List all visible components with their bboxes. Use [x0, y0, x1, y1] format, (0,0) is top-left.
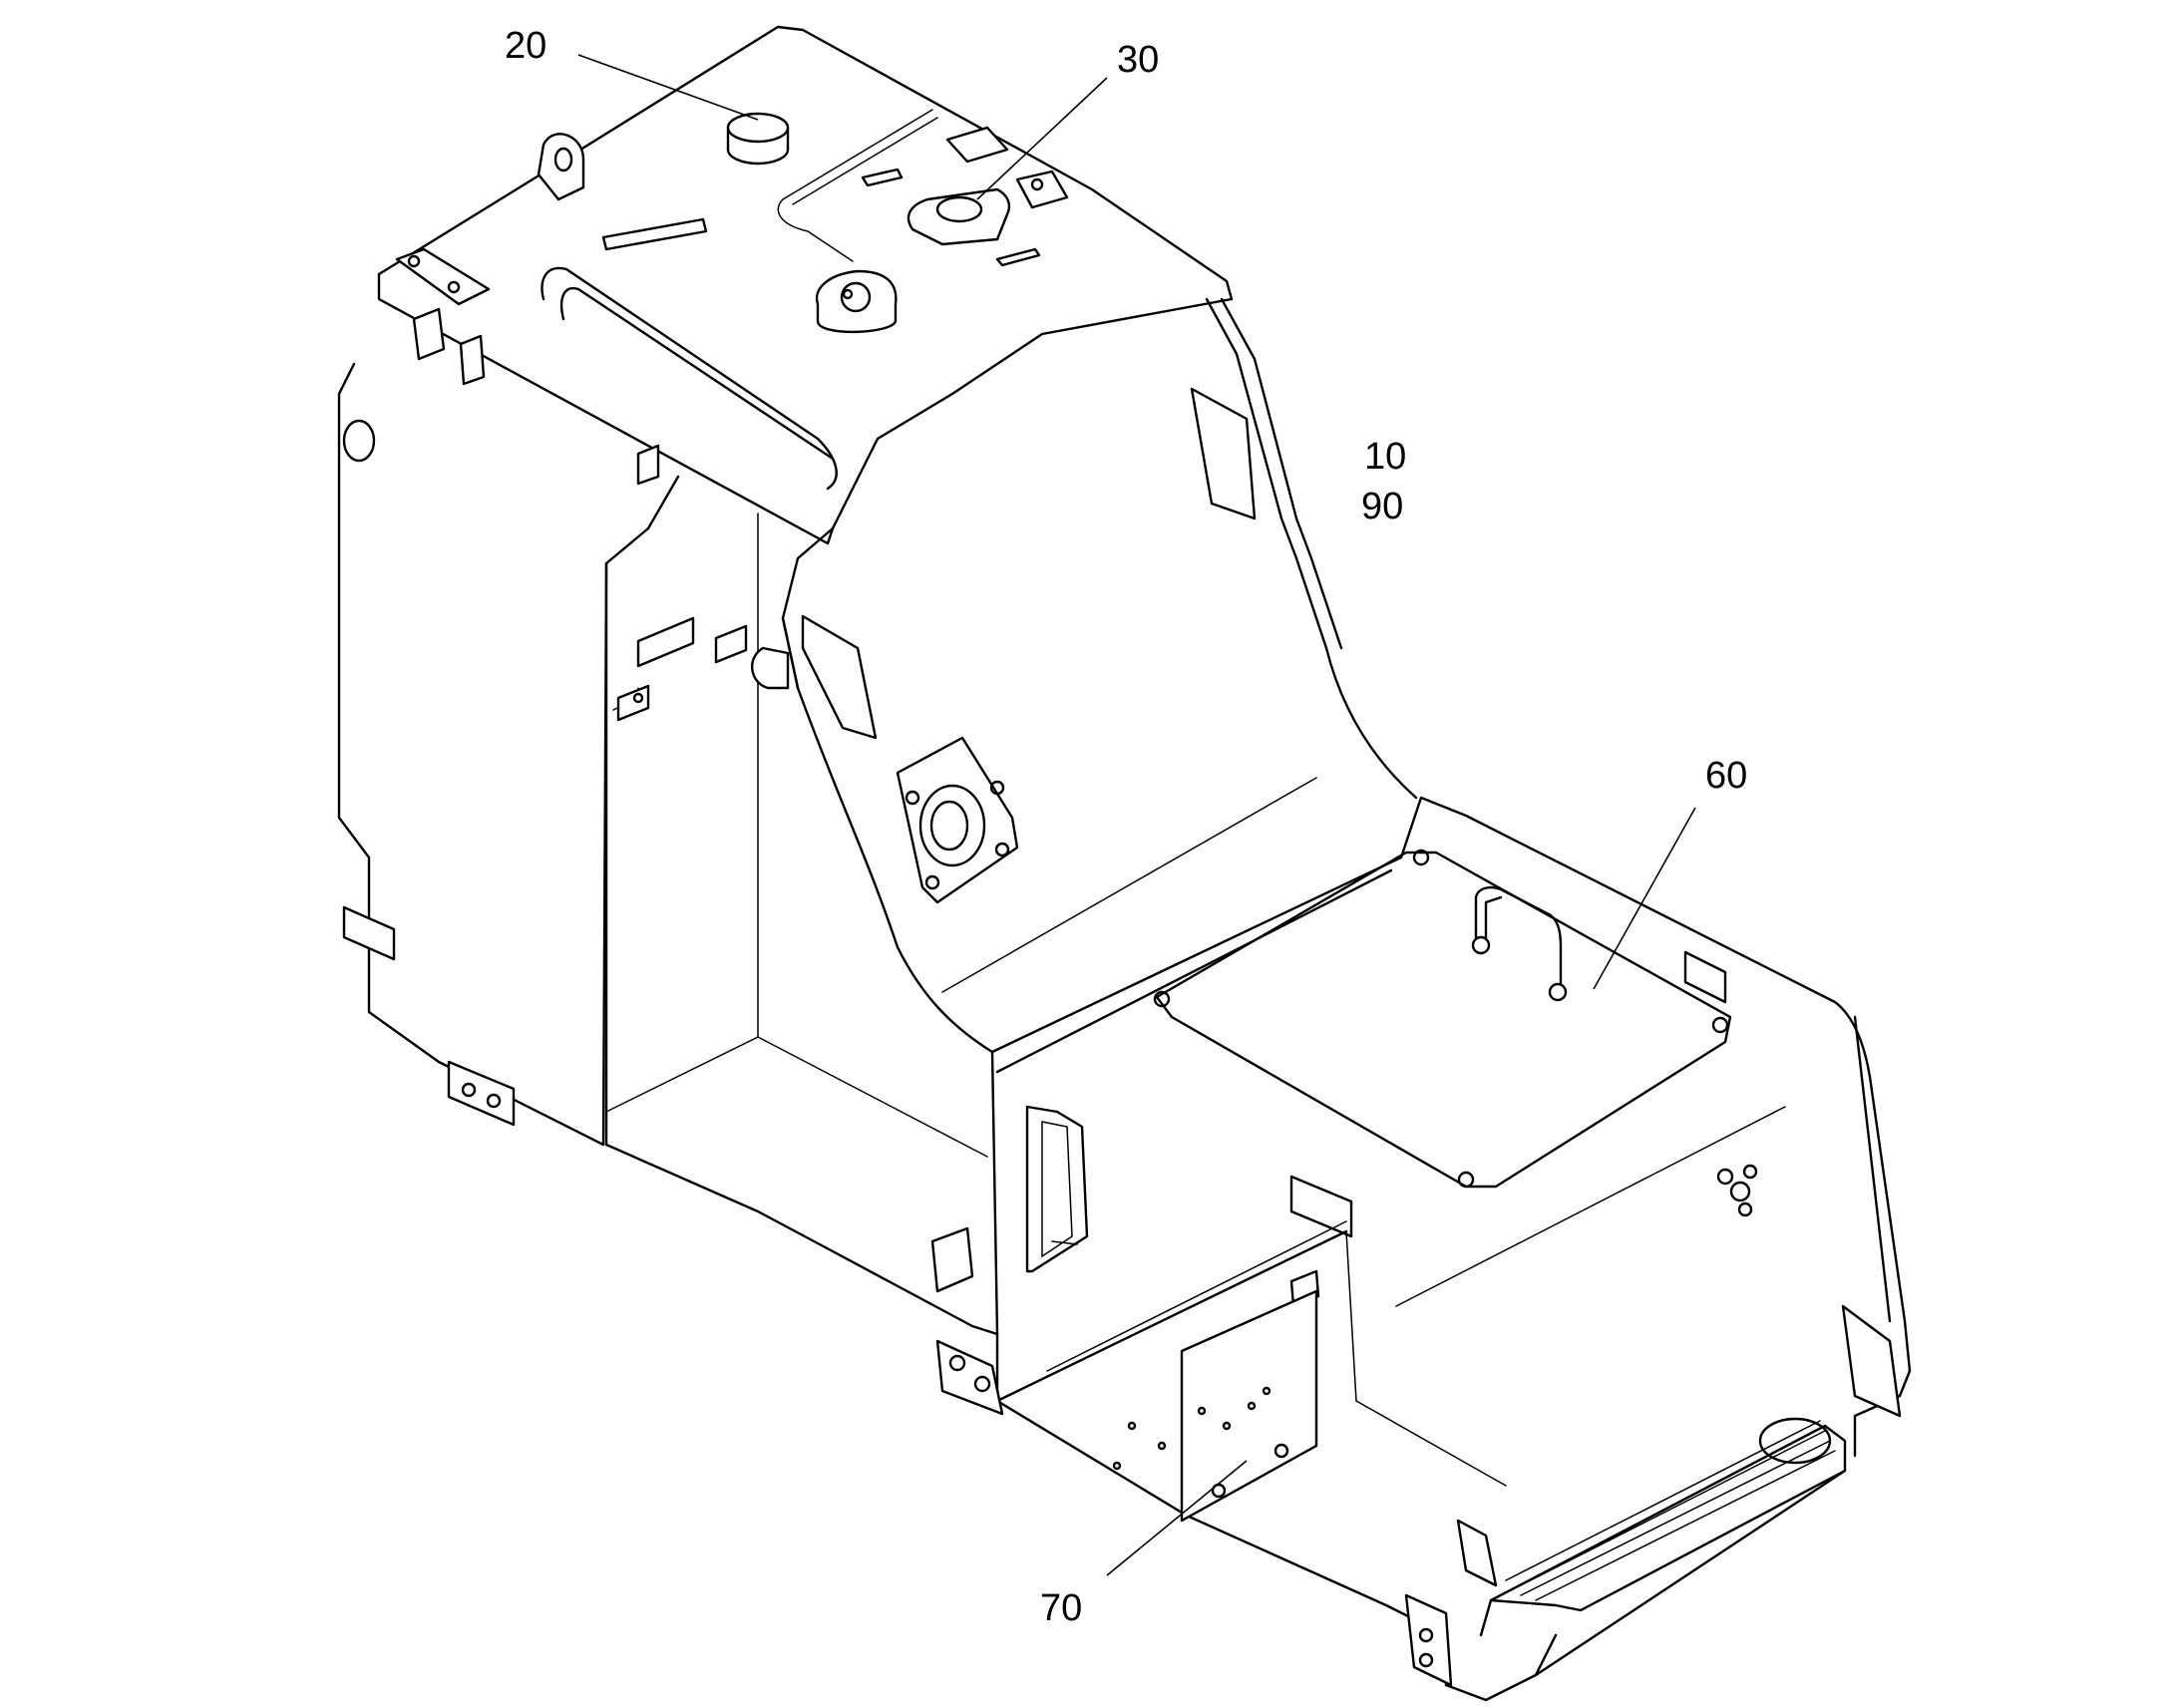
centre-console [781, 297, 1418, 1054]
callout-10-label: 10 [1364, 436, 1406, 478]
callout-20: 20 [505, 25, 759, 121]
lower-frame [930, 1105, 1847, 1702]
callout-60-label: 60 [1705, 755, 1747, 797]
callout-30-leader [976, 77, 1108, 200]
callout-10-90: 10 90 [1361, 436, 1406, 527]
top-tank [377, 25, 1234, 545]
callout-60-leader [1593, 807, 1696, 990]
callout-90-label: 90 [1361, 486, 1403, 527]
callout-70-leader [1106, 1460, 1248, 1576]
callout-30-label: 30 [1117, 39, 1159, 81]
callout-20-leader [577, 54, 759, 121]
callout-20-label: 20 [505, 25, 546, 67]
callout-60: 60 [1593, 755, 1747, 990]
left-side-box [337, 362, 999, 1336]
front-box [990, 796, 1912, 1458]
callout-30: 30 [976, 39, 1159, 200]
callout-70-label: 70 [1040, 1587, 1082, 1629]
callout-70: 70 [1040, 1460, 1248, 1629]
